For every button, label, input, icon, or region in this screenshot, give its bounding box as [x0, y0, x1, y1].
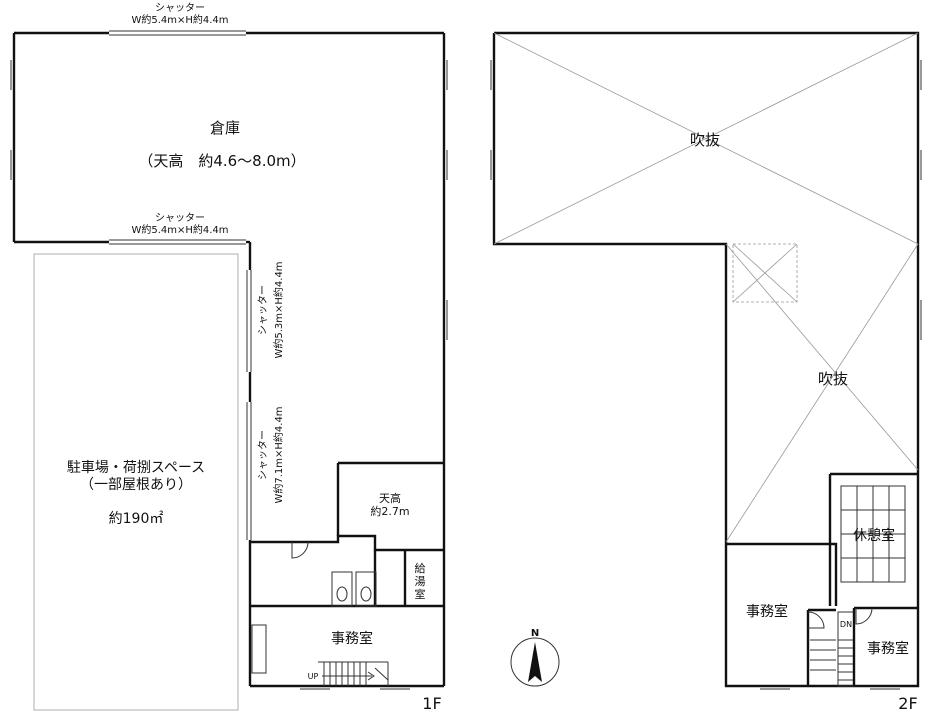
office-2f-right [852, 606, 918, 686]
parking-label-line1: 駐車場・荷捌スペース [67, 459, 205, 476]
warehouse-ceiling: （天高 約4.6〜8.0m） [138, 152, 305, 170]
office-1f-label: 事務室 [331, 630, 373, 647]
shutter-vertical-1-title: シャッター [257, 285, 269, 335]
lounge-room [828, 472, 918, 606]
skylight-box [732, 243, 798, 303]
void-top-label: 吹抜 [690, 131, 720, 149]
compass-north-letter: N [531, 628, 539, 639]
warehouse-outline [10, 30, 448, 686]
floor-1-plan: シャッター W約5.4m×H約4.4m 倉庫 （天高 約4.6〜8.0m） シャ… [10, 2, 448, 713]
office-2f-right-label: 事務室 [867, 640, 909, 657]
office-1f [251, 624, 410, 690]
shutter-middle-title: シャッター [155, 212, 205, 224]
stairs-1f [318, 661, 389, 686]
void-middle-label: 吹抜 [818, 370, 848, 388]
parking-label-line2: （一部屋根あり） [80, 477, 192, 493]
shutter-middle-size: W約5.4m×H約4.4m [131, 223, 228, 236]
shutter-vertical-1-size: W約5.3m×H約4.4m [272, 261, 285, 358]
parking-area-outline [33, 253, 239, 711]
office-2f-left-label: 事務室 [746, 603, 788, 620]
low-ceiling-room [336, 461, 444, 536]
warehouse-name: 倉庫 [210, 119, 240, 137]
void-top-cross [493, 32, 919, 245]
shutter-vertical-2-title: シャッター [257, 430, 269, 480]
shutter-top-title: シャッター [155, 2, 205, 14]
office-2f-left [726, 542, 838, 686]
stairs-down-label: DN [840, 620, 852, 629]
north-compass: N [510, 628, 560, 687]
parking-area-value: 約190㎡ [109, 511, 164, 527]
low-ceiling-value: 約2.7m [370, 504, 409, 518]
lower-wing-left-wall [246, 242, 444, 688]
kitchenette-char-2: 湯 [415, 575, 426, 588]
shutter-vertical-2-size: W約7.1m×H約4.4m [272, 406, 285, 503]
floor-1-level-label: 1F [422, 694, 441, 713]
tatami-grid [840, 485, 906, 583]
kitchenette-char-3: 室 [415, 587, 426, 601]
lounge-label: 休憩室 [853, 527, 895, 544]
stairs-up-label: UP [308, 672, 319, 681]
service-rooms [250, 534, 444, 608]
compass-arrow-icon [528, 642, 542, 682]
floor-2-level-label: 2F [898, 694, 917, 713]
void-middle-cross [725, 243, 919, 543]
low-ceiling-label: 天高 [379, 491, 401, 505]
shutter-top-size: W約5.4m×H約4.4m [131, 13, 228, 26]
floor-2-plan: 吹抜 吹抜 休憩室 事務室 事務室 DN 2F [490, 31, 922, 713]
kitchenette-char-1: 給 [415, 561, 426, 575]
